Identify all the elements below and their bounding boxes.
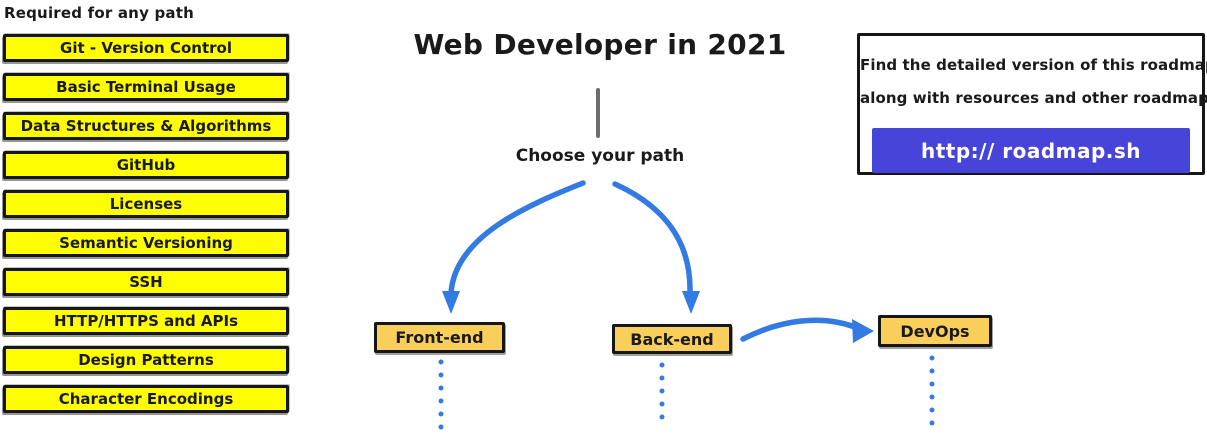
curved-arrow-to-front-end-icon	[448, 180, 586, 296]
curved-arrow-to-back-end-icon	[612, 181, 693, 295]
topic-basic-terminal-usage[interactable]: Basic Terminal Usage	[3, 73, 289, 101]
required-topic-list: Git - Version Control Basic Terminal Usa…	[3, 34, 289, 413]
roadmap-sh-link-button[interactable]: http:// roadmap.sh	[872, 128, 1190, 173]
title-stem-line	[596, 88, 600, 138]
topic-http-https-apis[interactable]: HTTP/HTTPS and APIs	[3, 307, 289, 335]
topic-design-patterns[interactable]: Design Patterns	[3, 346, 289, 374]
arrowhead-devops-icon	[852, 319, 874, 343]
topic-data-structures-algorithms[interactable]: Data Structures & Algorithms	[3, 112, 289, 140]
info-text-line1: Find the detailed version of this roadma…	[860, 56, 1207, 74]
page-title: Web Developer in 2021	[413, 28, 787, 61]
topic-semantic-versioning[interactable]: Semantic Versioning	[3, 229, 289, 257]
arrowhead-front-end-icon	[442, 291, 460, 314]
info-text-line2: along with resources and other roadmaps	[860, 89, 1207, 107]
topic-character-encodings[interactable]: Character Encodings	[3, 385, 289, 413]
required-column: Required for any path Git - Version Cont…	[3, 4, 289, 413]
arrowhead-back-end-icon	[682, 291, 700, 314]
info-box: Find the detailed version of this roadma…	[857, 33, 1207, 175]
topic-ssh[interactable]: SSH	[3, 268, 289, 296]
topic-git-version-control[interactable]: Git - Version Control	[3, 34, 289, 62]
path-box-devops[interactable]: DevOps	[878, 315, 992, 347]
path-box-front-end[interactable]: Front-end	[374, 322, 505, 353]
topic-licenses[interactable]: Licenses	[3, 190, 289, 218]
choose-path-label: Choose your path	[515, 146, 685, 166]
path-box-back-end[interactable]: Back-end	[612, 324, 732, 354]
topic-github[interactable]: GitHub	[3, 151, 289, 179]
curved-arrow-to-devops-icon	[740, 317, 858, 342]
required-column-header: Required for any path	[4, 4, 194, 22]
